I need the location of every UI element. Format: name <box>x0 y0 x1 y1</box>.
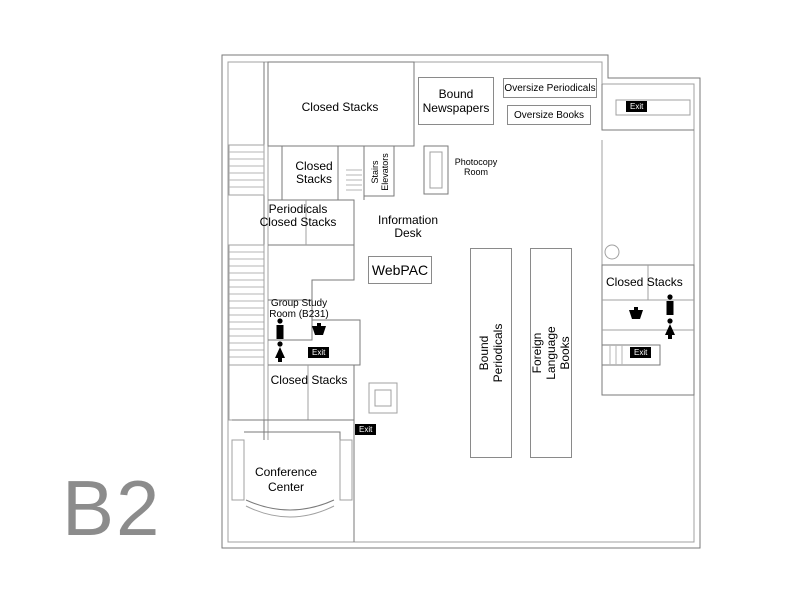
exit-sign-center: Exit <box>355 424 377 435</box>
water-fountain-icon <box>629 307 643 319</box>
webpac-label: WebPAC <box>371 262 429 278</box>
information-desk: Information Desk <box>377 213 439 240</box>
oversize-books-label: Oversize Books <box>513 109 585 121</box>
room-closed-stacks-right: Closed Stacks <box>606 275 683 289</box>
stairs-elevators: Stairs Elevators <box>368 150 392 194</box>
room-closed-stacks-top: Closed Stacks <box>301 100 379 114</box>
restroom-women-icon <box>275 341 285 362</box>
room-oversize-books: Oversize Books <box>507 105 591 125</box>
restroom-men-icon <box>276 318 284 339</box>
foreign-language-books-shelf: Foreign Language Books <box>530 248 572 458</box>
floor-label: B2 <box>62 464 162 552</box>
room-periodicals-closed-stacks: Periodicals Closed Stacks <box>259 202 337 229</box>
outer-wall <box>221 54 701 549</box>
room-group-study: Group Study Room (B231) <box>269 298 329 320</box>
webpac-terminal: WebPAC <box>368 256 432 284</box>
bound-periodicals-shelf: Bound Periodicals <box>470 248 512 458</box>
room-bound-newspapers: Bound Newspapers <box>418 77 494 125</box>
exit-sign-right: Exit <box>630 347 652 358</box>
exit-sign-left: Exit <box>308 347 330 358</box>
restroom-men-icon <box>666 294 674 315</box>
water-fountain-icon <box>312 323 326 335</box>
restroom-women-icon <box>665 318 675 339</box>
bound-newspapers-label: Bound Newspapers <box>422 87 490 115</box>
stairs-elevators-label: Stairs Elevators <box>370 153 390 191</box>
foreign-language-books-label: Foreign Language Books <box>530 326 572 380</box>
outer-wall-inner <box>227 61 695 543</box>
conference-center: Conference Center <box>254 465 318 494</box>
oversize-periodicals-label: Oversize Periodicals <box>504 82 596 94</box>
room-closed-stacks-mid: Closed Stacks <box>295 159 333 186</box>
room-photocopy: Photocopy Room <box>454 157 498 177</box>
room-closed-stacks-lower-left: Closed Stacks <box>270 373 348 387</box>
room-oversize-periodicals: Oversize Periodicals <box>503 78 597 98</box>
bound-periodicals-label: Bound Periodicals <box>477 323 505 383</box>
exit-sign-top-right: Exit <box>626 101 648 112</box>
